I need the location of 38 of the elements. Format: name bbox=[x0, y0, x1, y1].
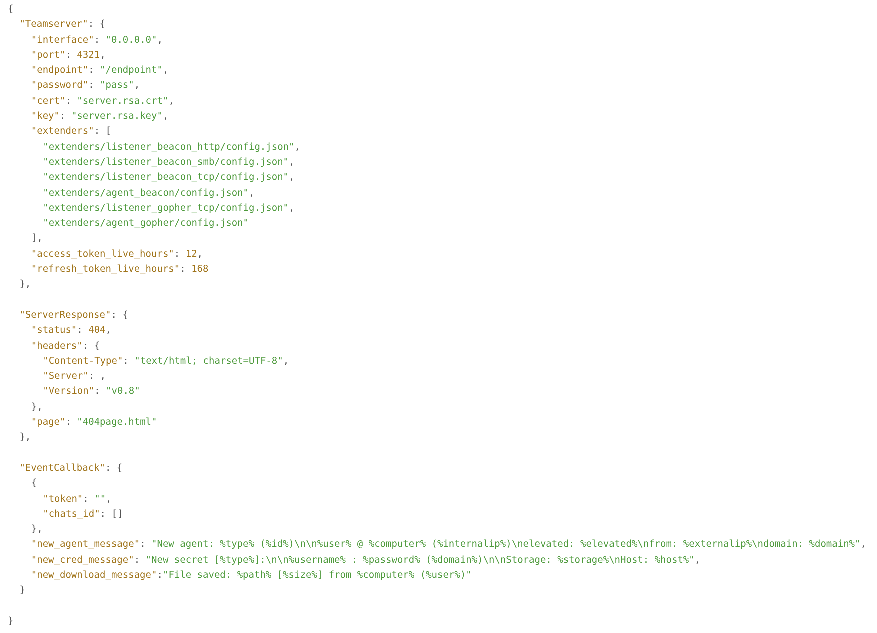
code-line: "page": "404page.html" bbox=[31, 416, 158, 430]
code-line: "port": 4321, bbox=[31, 48, 106, 63]
code-line: "password": "pass", bbox=[31, 79, 140, 94]
code-line: "token": "", bbox=[43, 492, 112, 506]
code-line: }, bbox=[31, 523, 43, 538]
code-line: "new_download_message":"File saved: %path% [%size%] from %computer% (%user%)" bbox=[31, 568, 472, 583]
code-line: { bbox=[8, 3, 14, 17]
code-line: "ServerResponse": { bbox=[20, 308, 128, 323]
code-line: "access_token_live_hours": 12, bbox=[31, 248, 204, 262]
code-line: "headers": { bbox=[31, 340, 100, 354]
code-line: "new_cred_message": "New secret [%type%]:\n\n%username% : %password% (%domain%)\n\nStorage: %storage%\nHost: %host%", bbox=[31, 554, 701, 568]
code-line: "Content-Type": "text/html; charset=UTF-8", bbox=[43, 354, 290, 369]
code-line: "extenders/listener_beacon_http/config.json", bbox=[43, 140, 300, 155]
code-line: "extenders/agent_beacon/config.json", bbox=[43, 186, 255, 201]
code-line: } bbox=[20, 584, 26, 598]
code-line: } bbox=[8, 614, 14, 629]
code-line: "refresh_token_live_hours": 168 bbox=[31, 263, 209, 278]
code-line: }, bbox=[20, 278, 32, 292]
code-line: "endpoint": "/endpoint", bbox=[31, 64, 169, 78]
code-line: "Teamserver": { bbox=[20, 18, 106, 32]
code-line: "interface": "0.0.0.0", bbox=[31, 34, 163, 48]
code-line: "new_agent_message": "New agent: %type% (%id%)\n\n%user% @ %computer% (%internalip%)\nelevated: %elevated%\nfrom: %externalip%\ndomain: %domain%", bbox=[31, 538, 866, 552]
code-line: "chats_id": [] bbox=[43, 508, 124, 522]
code-line: "cert": "server.rsa.crt", bbox=[31, 94, 174, 109]
code-line: "EventCallback": { bbox=[20, 462, 123, 476]
code-line: "extenders/agent_gopher/config.json" bbox=[43, 217, 249, 232]
code-line: ], bbox=[31, 232, 43, 246]
code-line: "extenders": [ bbox=[31, 125, 112, 140]
code-line: "Server": , bbox=[43, 370, 106, 384]
code-line: { bbox=[31, 477, 38, 492]
code-line: "status": 404, bbox=[31, 324, 112, 338]
code-line: }, bbox=[31, 400, 43, 415]
code-line: "Version": "v0.8" bbox=[43, 385, 140, 400]
code-line: "extenders/listener_gopher_tcp/config.json", bbox=[43, 202, 295, 216]
code-line: "extenders/listener_beacon_tcp/config.json", bbox=[43, 171, 295, 186]
code-line: "extenders/listener_beacon_smb/config.json", bbox=[43, 156, 295, 170]
code-line: "key": "server.rsa.key", bbox=[31, 110, 169, 124]
code-line: }, bbox=[20, 431, 32, 446]
